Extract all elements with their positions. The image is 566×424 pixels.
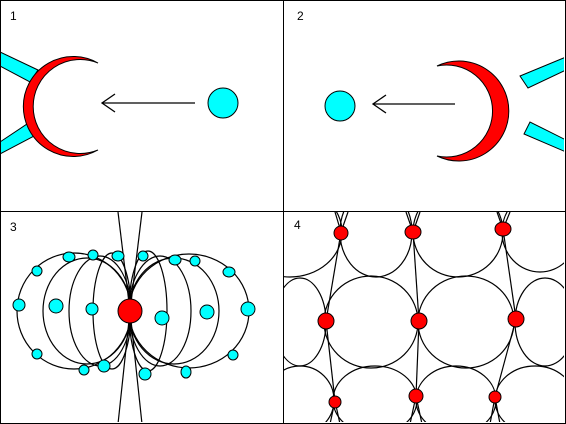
receptor-node xyxy=(328,395,342,409)
ligand-dot xyxy=(87,249,99,261)
receptor-circle-icon xyxy=(117,298,143,324)
ligand-circle-icon xyxy=(324,90,356,122)
ligand-dot xyxy=(97,359,111,373)
ligand-dot xyxy=(222,266,236,278)
panel-4: 4 xyxy=(284,212,564,422)
panel-2-label: 2 xyxy=(297,9,304,23)
ligand-dot xyxy=(189,255,201,267)
ligand-dot xyxy=(138,367,152,381)
receptor-nodes xyxy=(317,221,525,409)
ligand-dot xyxy=(111,250,125,262)
ligand-dot xyxy=(48,298,64,314)
panel-3: 3 xyxy=(10,212,256,422)
ligand-dot xyxy=(180,365,192,379)
ligand-dot xyxy=(85,302,99,316)
ligand-dot xyxy=(78,364,90,376)
ligand-dot xyxy=(240,301,256,317)
receptor-node xyxy=(317,312,335,330)
receptor-node xyxy=(408,388,424,404)
ligand-dot xyxy=(154,310,170,326)
panel-1-label: 1 xyxy=(10,9,17,23)
receptor-node xyxy=(507,310,525,328)
ligand-dots xyxy=(12,249,256,381)
left-arrow-icon xyxy=(371,94,455,114)
panel-4-label: 4 xyxy=(294,218,301,232)
ligand-dot xyxy=(199,304,215,320)
ligand-dot xyxy=(31,348,43,360)
receptor-crescent-icon xyxy=(436,60,510,162)
receptor-stem-icon xyxy=(519,57,564,152)
panel-3-label: 3 xyxy=(10,220,17,234)
label-backdrop xyxy=(290,215,306,233)
receptor-node xyxy=(410,312,428,330)
ligand-dot xyxy=(168,254,182,266)
left-arrow-icon xyxy=(100,93,195,113)
panel-2: 2 xyxy=(297,9,564,162)
receptor-crescent-icon xyxy=(22,56,99,157)
ligand-circle-icon xyxy=(207,87,239,119)
receptor-node xyxy=(333,225,349,241)
ligand-dot xyxy=(227,349,239,361)
receptor-node xyxy=(488,390,502,404)
ligand-dot xyxy=(137,250,149,262)
receptor-node xyxy=(404,224,422,240)
receptor-node xyxy=(494,221,512,237)
ligand-dot xyxy=(62,251,76,263)
ligand-dot xyxy=(31,265,43,277)
ligand-dot xyxy=(12,298,26,312)
panel-1: 1 xyxy=(1,9,239,157)
